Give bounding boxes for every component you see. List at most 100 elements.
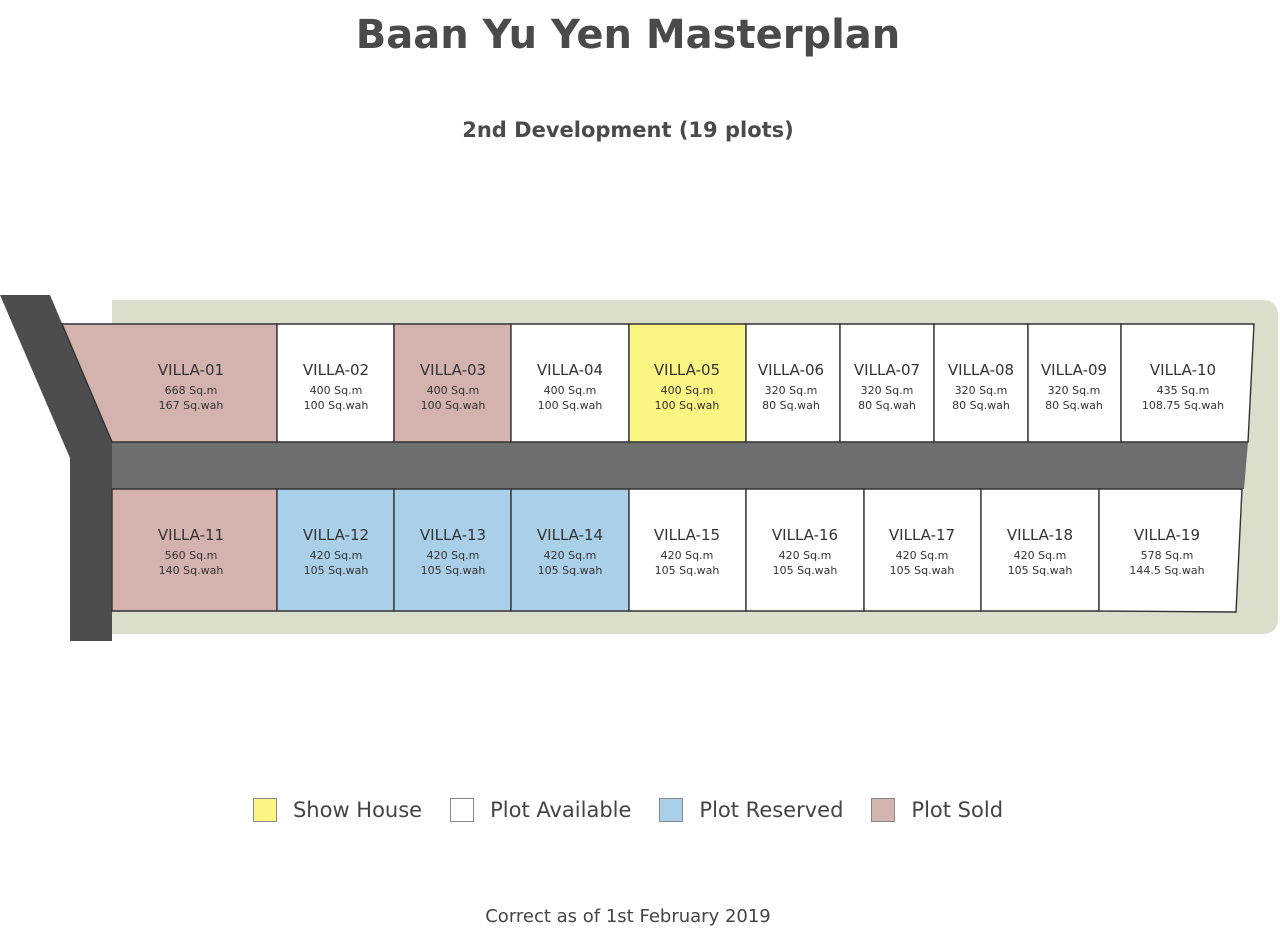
plot-villa-07: VILLA-07 320 Sq.m 80 Sq.wah xyxy=(839,323,935,443)
plot-area-sqwah: 105 Sq.wah xyxy=(538,564,603,577)
plot-area-sqwah: 100 Sq.wah xyxy=(304,399,369,412)
plot-area-sqwah: 80 Sq.wah xyxy=(952,399,1010,412)
plot-name: VILLA-19 xyxy=(1134,526,1200,544)
plot-area-sqwah: 80 Sq.wah xyxy=(858,399,916,412)
plot-villa-05: VILLA-05 400 Sq.m 100 Sq.wah xyxy=(628,323,747,443)
page-title: Baan Yu Yen Masterplan xyxy=(355,12,901,58)
plot-shape xyxy=(276,323,395,443)
plot-name: VILLA-11 xyxy=(158,526,224,544)
legend-label: Plot Reserved xyxy=(699,798,844,822)
plot-villa-17: VILLA-17 420 Sq.m 105 Sq.wah xyxy=(863,488,982,612)
plot-shape xyxy=(1098,488,1243,613)
plot-shape xyxy=(510,323,630,443)
plot-villa-12: VILLA-12 420 Sq.m 105 Sq.wah xyxy=(276,488,395,612)
plot-name: VILLA-01 xyxy=(158,361,224,379)
plot-area-sqwah: 80 Sq.wah xyxy=(762,399,820,412)
plot-area-sqm: 578 Sq.m xyxy=(1141,549,1194,562)
legend-item-plot-available: Plot Available xyxy=(450,798,631,822)
legend-swatch-plot-available xyxy=(450,798,475,822)
plot-villa-15: VILLA-15 420 Sq.m 105 Sq.wah xyxy=(628,488,747,612)
plot-area-sqm: 560 Sq.m xyxy=(165,549,218,562)
legend-label: Plot Sold xyxy=(911,798,1004,822)
legend-item-plot-reserved: Plot Reserved xyxy=(659,798,843,822)
plot-area-sqm: 320 Sq.m xyxy=(1048,384,1101,397)
plot-area-sqm: 320 Sq.m xyxy=(765,384,818,397)
legend-item-plot-sold: Plot Sold xyxy=(871,798,1003,822)
plot-name: VILLA-17 xyxy=(889,526,955,544)
plots-layer: VILLA-01 668 Sq.m 167 Sq.wah VILLA-02 400 Sq… xyxy=(60,323,1255,613)
plot-area-sqwah: 144.5 Sq.wah xyxy=(1129,564,1204,577)
plot-name: VILLA-12 xyxy=(303,526,369,544)
plot-area-sqwah: 80 Sq.wah xyxy=(1045,399,1103,412)
plot-name: VILLA-16 xyxy=(772,526,838,544)
plot-shape xyxy=(745,323,841,443)
plot-name: VILLA-07 xyxy=(854,361,920,379)
plot-area-sqm: 420 Sq.m xyxy=(310,549,363,562)
plot-shape xyxy=(1120,323,1255,443)
legend-item-show-house: Show House xyxy=(252,798,423,822)
plot-name: VILLA-18 xyxy=(1007,526,1073,544)
plot-villa-09: VILLA-09 320 Sq.m 80 Sq.wah xyxy=(1027,323,1122,443)
plot-area-sqwah: 100 Sq.wah xyxy=(655,399,720,412)
plot-name: VILLA-04 xyxy=(537,361,603,379)
plot-area-sqm: 668 Sq.m xyxy=(165,384,218,397)
plot-name: VILLA-13 xyxy=(420,526,486,544)
plot-area-sqm: 420 Sq.m xyxy=(1014,549,1067,562)
plot-area-sqm: 435 Sq.m xyxy=(1157,384,1210,397)
plot-area-sqwah: 105 Sq.wah xyxy=(1008,564,1073,577)
plot-area-sqwah: 105 Sq.wah xyxy=(304,564,369,577)
plot-villa-06: VILLA-06 320 Sq.m 80 Sq.wah xyxy=(745,323,841,443)
plot-villa-08: VILLA-08 320 Sq.m 80 Sq.wah xyxy=(933,323,1029,443)
plot-name: VILLA-02 xyxy=(303,361,369,379)
plot-shape xyxy=(839,323,935,443)
legend-swatch-show-house xyxy=(252,798,277,822)
plot-villa-18: VILLA-18 420 Sq.m 105 Sq.wah xyxy=(980,488,1100,612)
plot-area-sqm: 400 Sq.m xyxy=(661,384,714,397)
plot-shape xyxy=(393,323,512,443)
plot-name: VILLA-08 xyxy=(948,361,1014,379)
plot-area-sqm: 420 Sq.m xyxy=(779,549,832,562)
legend-label: Show House xyxy=(292,798,423,822)
internal-road xyxy=(112,442,1248,489)
plot-name: VILLA-03 xyxy=(420,361,486,379)
plot-shape xyxy=(933,323,1029,443)
plot-villa-11: VILLA-11 560 Sq.m 140 Sq.wah xyxy=(111,488,278,612)
plot-area-sqm: 320 Sq.m xyxy=(955,384,1008,397)
plot-area-sqwah: 105 Sq.wah xyxy=(655,564,720,577)
plot-villa-03: VILLA-03 400 Sq.m 100 Sq.wah xyxy=(393,323,512,443)
access-road xyxy=(0,295,112,641)
plot-villa-14: VILLA-14 420 Sq.m 105 Sq.wah xyxy=(510,488,630,612)
plot-villa-02: VILLA-02 400 Sq.m 100 Sq.wah xyxy=(276,323,395,443)
plot-area-sqm: 400 Sq.m xyxy=(310,384,363,397)
plot-name: VILLA-14 xyxy=(537,526,603,544)
plot-area-sqwah: 105 Sq.wah xyxy=(421,564,486,577)
footer-date-note: Correct as of 1st February 2019 xyxy=(485,906,771,927)
plot-area-sqm: 320 Sq.m xyxy=(861,384,914,397)
plot-area-sqm: 400 Sq.m xyxy=(544,384,597,397)
plot-name: VILLA-05 xyxy=(654,361,720,379)
plot-shape xyxy=(628,323,747,443)
plot-name: VILLA-06 xyxy=(758,361,824,379)
plot-name: VILLA-10 xyxy=(1150,361,1216,379)
legend: Show House Plot Available Plot Reserved … xyxy=(0,798,1256,822)
plot-shape xyxy=(1027,323,1122,443)
page-subtitle: 2nd Development (19 plots) xyxy=(462,118,794,142)
plot-area-sqm: 420 Sq.m xyxy=(544,549,597,562)
plot-villa-04: VILLA-04 400 Sq.m 100 Sq.wah xyxy=(510,323,630,443)
plot-area-sqm: 420 Sq.m xyxy=(896,549,949,562)
plot-area-sqwah: 100 Sq.wah xyxy=(538,399,603,412)
legend-swatch-plot-reserved xyxy=(659,798,684,822)
plot-name: VILLA-09 xyxy=(1041,361,1107,379)
plot-area-sqwah: 105 Sq.wah xyxy=(890,564,955,577)
plot-area-sqm: 420 Sq.m xyxy=(661,549,714,562)
plot-area-sqwah: 140 Sq.wah xyxy=(159,564,224,577)
plot-name: VILLA-15 xyxy=(654,526,720,544)
plot-area-sqm: 400 Sq.m xyxy=(427,384,480,397)
plot-area-sqwah: 100 Sq.wah xyxy=(421,399,486,412)
legend-label: Plot Available xyxy=(490,798,632,822)
plot-area-sqwah: 167 Sq.wah xyxy=(159,399,224,412)
